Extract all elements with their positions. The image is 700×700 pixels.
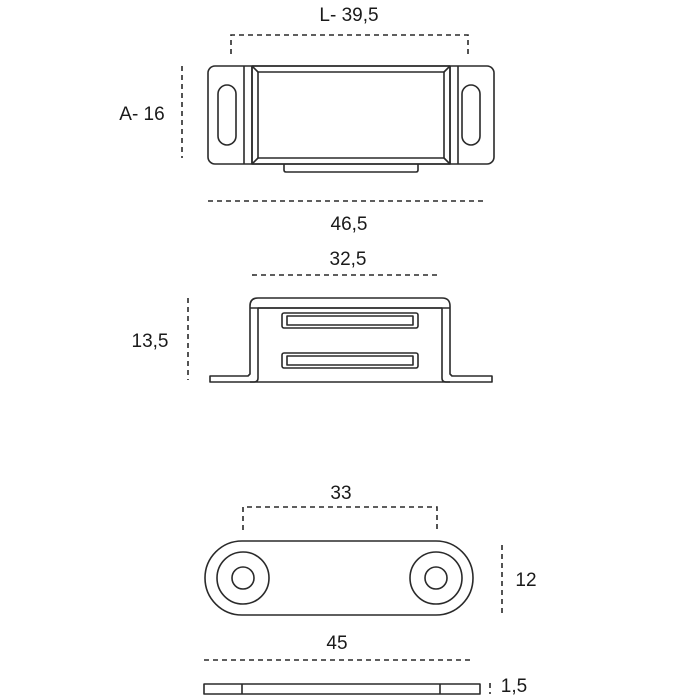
top-view-dimensions: L- 39,5 A- 16 46,5: [119, 5, 486, 235]
side-view-dimensions: 32,5 13,5: [132, 249, 441, 380]
overall-length-label: 46,5: [331, 214, 368, 235]
left-screw-hole: [216, 551, 270, 605]
strike-plate-dimensions: 33 12 45: [204, 483, 537, 661]
plate-thickness-label: 1,5: [501, 676, 527, 697]
height-dimension-label: A- 16: [119, 104, 164, 125]
catch-top-view: [207, 65, 495, 173]
lower-magnet-slot: [281, 352, 419, 369]
strike-plate-view: [204, 540, 474, 616]
catch-side-view: [209, 297, 493, 383]
length-dimension-label: L- 39,5: [319, 5, 378, 26]
width-dimension-label: 32,5: [330, 249, 367, 270]
hole-spacing-label: 33: [330, 483, 351, 504]
plate-height-label: 12: [515, 570, 536, 591]
upper-magnet-slot: [281, 312, 419, 329]
left-mounting-slot: [217, 84, 237, 146]
right-screw-hole: [409, 551, 463, 605]
side-height-label: 13,5: [132, 331, 169, 352]
plate-length-label: 45: [326, 633, 347, 654]
right-mounting-slot: [461, 84, 481, 146]
strike-plate-edge-view: 1,5: [203, 676, 527, 697]
